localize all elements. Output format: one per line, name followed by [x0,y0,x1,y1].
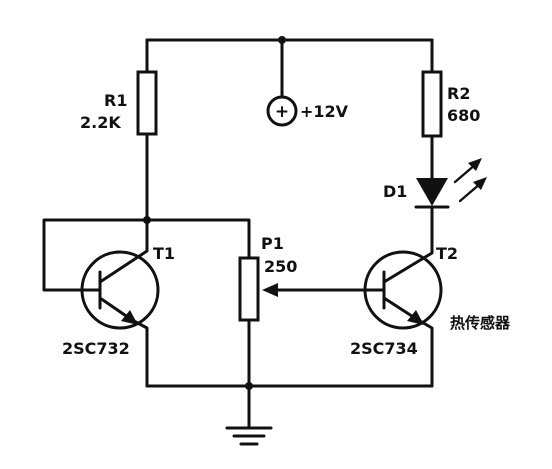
p1-value: 250 [264,257,297,276]
resistor-r2 [421,70,443,138]
light-emission-arrows-icon [453,158,487,203]
t2-part: 2SC734 [350,339,418,358]
r2-name: R2 [447,84,470,103]
ground-icon [225,426,273,446]
bottom-rail-wire [145,382,434,430]
supply-terminal: + [266,38,298,127]
t1-part: 2SC732 [62,339,130,358]
r1-name: R1 [104,91,127,110]
d1-name: D1 [383,182,407,201]
led-d1 [414,178,450,248]
sensor-label: 热传感器 [450,314,511,332]
p1-name: P1 [261,234,284,253]
supply-plus-symbol: + [275,102,289,122]
supply-label: +12V [300,102,349,121]
r2-value: 680 [447,106,480,125]
r1-value: 2.2K [80,113,121,132]
top-rail-wire [145,36,434,74]
transistor-t2 [363,244,443,388]
potentiometer-p1 [238,256,260,322]
t1-name: T1 [153,244,175,263]
resistor-r1 [136,70,158,136]
t2-name: T2 [436,244,458,263]
transistor-t1 [80,218,160,388]
